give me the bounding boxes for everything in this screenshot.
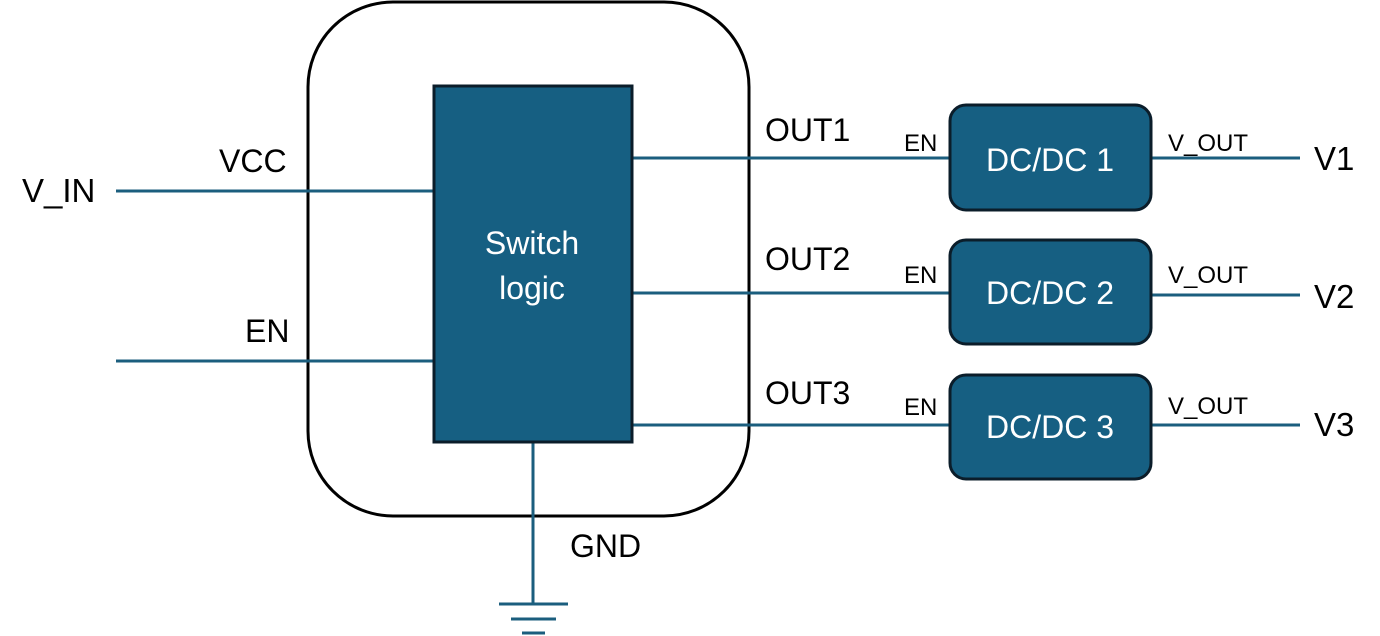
- en-pin-label: EN: [245, 313, 289, 349]
- dcdc-2-en-label: EN: [904, 262, 937, 289]
- v2-output-label: V2: [1314, 278, 1354, 315]
- dcdc-1-label: DC/DC 1: [986, 142, 1114, 178]
- dcdc-3-vout-label: V_OUT: [1168, 393, 1248, 420]
- v1-output-label: V1: [1314, 140, 1354, 177]
- switch-logic-label-line2: logic: [499, 270, 565, 306]
- dcdc-1-block: [948, 103, 1153, 212]
- dcdc-3-en-label: EN: [904, 394, 937, 421]
- dcdc-2-block: [948, 238, 1153, 346]
- vcc-pin-label: VCC: [219, 143, 287, 179]
- dcdc-2-vout-label: V_OUT: [1168, 262, 1248, 289]
- out1-pin-label: OUT1: [765, 112, 850, 148]
- dcdc-1-en-label: EN: [904, 130, 937, 157]
- v-in-label: V_IN: [22, 172, 95, 209]
- dcdc-3-block: [948, 373, 1153, 481]
- v3-output-label: V3: [1314, 406, 1354, 443]
- dcdc-2-label: DC/DC 2: [986, 275, 1114, 311]
- dcdc-1-vout-label: V_OUT: [1168, 130, 1248, 157]
- out3-pin-label: OUT3: [765, 375, 850, 411]
- out2-pin-label: OUT2: [765, 241, 850, 277]
- gnd-pin-label: GND: [570, 528, 641, 564]
- switch-logic-block: [432, 84, 634, 444]
- switch-logic-label-line1: Switch: [485, 225, 579, 261]
- dcdc-3-label: DC/DC 3: [986, 409, 1114, 445]
- ground-symbol-icon: [499, 602, 568, 635]
